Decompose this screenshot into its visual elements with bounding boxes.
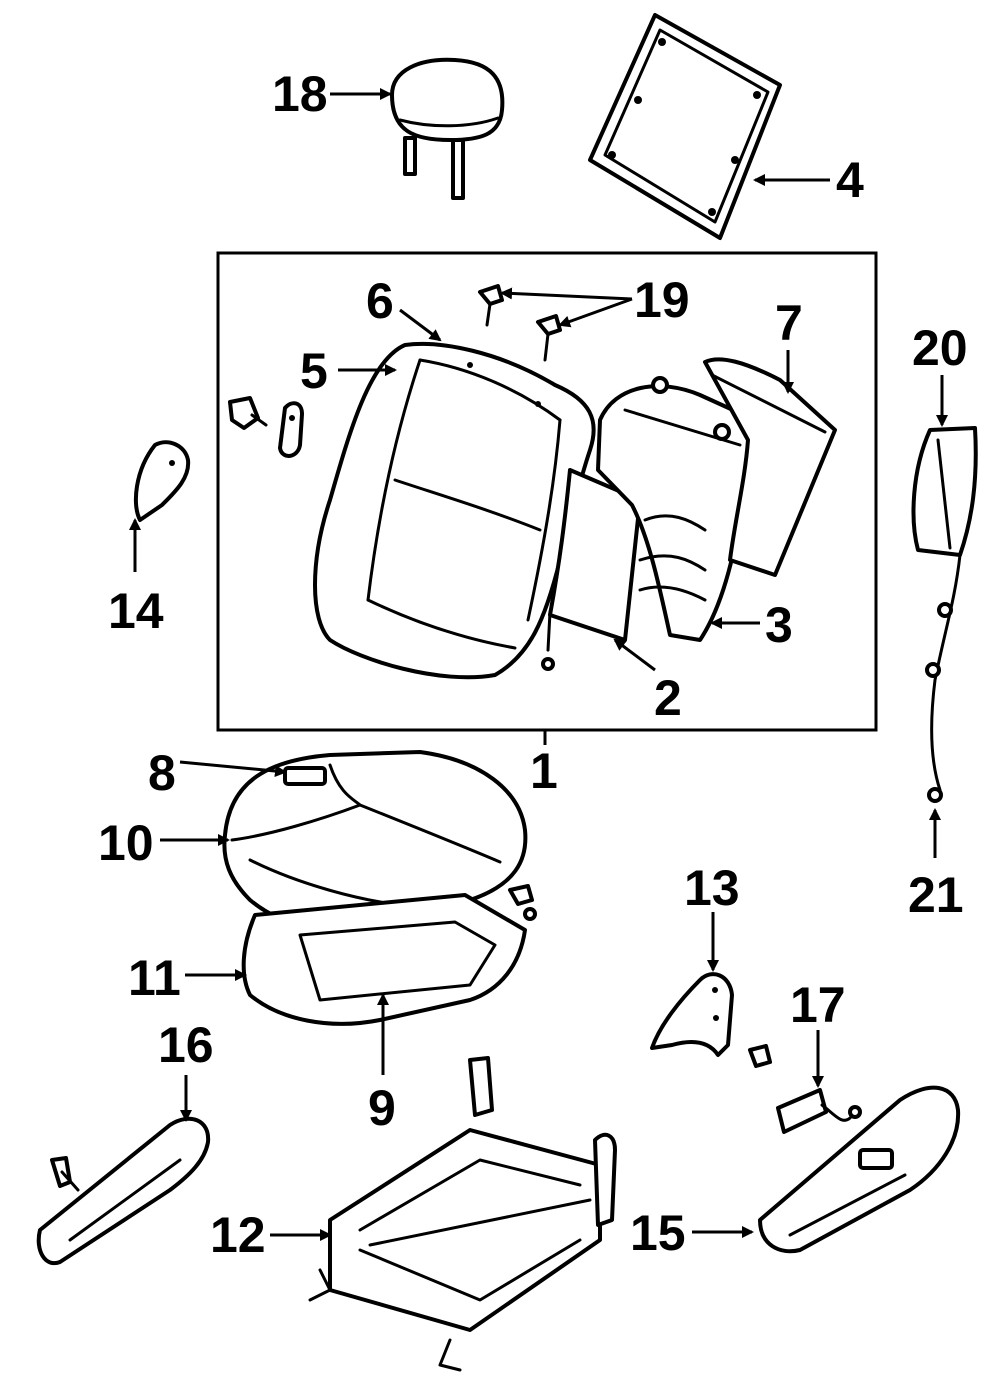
callout-7: 7 <box>775 295 803 351</box>
callout-16: 16 <box>158 1017 214 1073</box>
hinge-cover-left-part <box>133 440 191 522</box>
callout-10: 10 <box>98 815 154 871</box>
bolt-part <box>748 1044 772 1068</box>
callout-8: 8 <box>148 745 176 801</box>
callout-1: 1 <box>530 743 558 799</box>
hinge-cover-right-part <box>650 972 734 1057</box>
leader-8 <box>179 760 287 778</box>
leader-19b <box>558 297 633 328</box>
callout-18: 18 <box>272 66 328 122</box>
clip-parts <box>478 284 562 362</box>
callout-21: 21 <box>908 867 964 923</box>
seat-switch-part <box>776 1088 862 1134</box>
callout-3: 3 <box>765 597 793 653</box>
seat-cushion-cover-part <box>222 750 528 936</box>
seat-track-part <box>308 1056 617 1372</box>
back-pad-part <box>541 468 642 671</box>
leader-6 <box>399 308 442 342</box>
side-shield-left-part <box>36 1116 211 1266</box>
switch-part <box>283 766 327 786</box>
callout-19: 19 <box>634 272 690 328</box>
callout-5: 5 <box>300 343 328 399</box>
callout-14: 14 <box>108 583 164 639</box>
callout-15: 15 <box>630 1205 686 1261</box>
callout-20: 20 <box>912 320 968 376</box>
seat-back-cover-part <box>313 341 596 680</box>
leader-2 <box>613 638 656 672</box>
seat-back-assembly-frame <box>216 251 878 732</box>
callout-11: 11 <box>128 950 181 1006</box>
back-board-part <box>703 357 837 577</box>
callout-2: 2 <box>654 670 682 726</box>
callout-12: 12 <box>210 1207 266 1263</box>
callout-13: 13 <box>684 860 740 916</box>
callout-6: 6 <box>366 273 394 329</box>
back-panel-part <box>588 13 782 240</box>
side-airbag-part <box>911 426 978 803</box>
side-shield-right-part <box>758 1085 961 1254</box>
callout-4: 4 <box>836 152 864 208</box>
bolt-and-bracket-part <box>228 396 304 458</box>
headrest-part <box>390 57 505 200</box>
callout-17: 17 <box>790 977 846 1033</box>
leader-19a <box>500 287 633 301</box>
cushion-pan-part <box>241 884 537 1026</box>
callout-9: 9 <box>368 1080 396 1136</box>
